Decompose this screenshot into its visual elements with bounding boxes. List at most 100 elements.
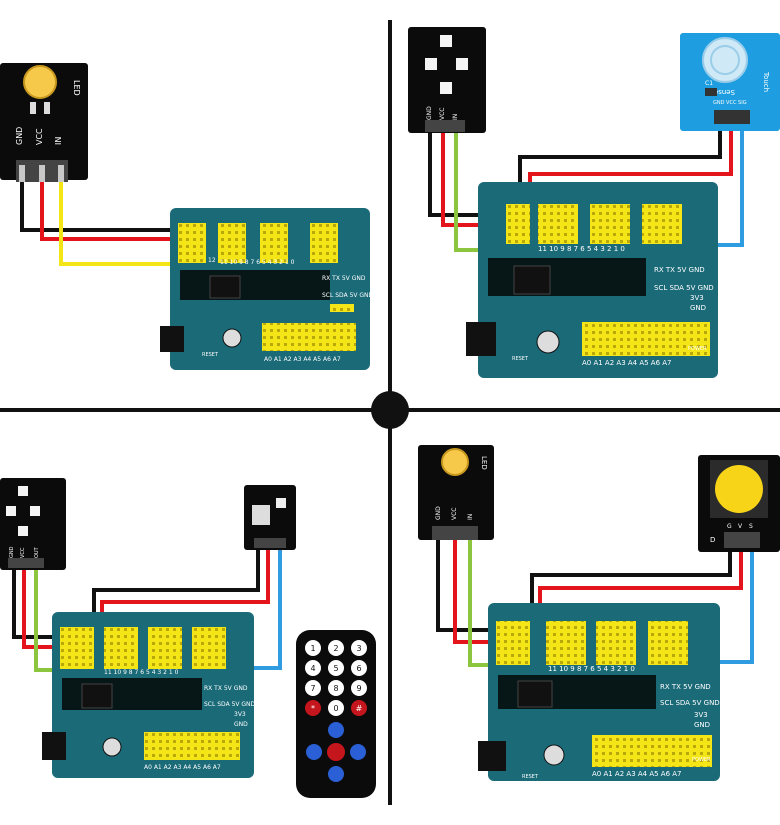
- button-pin-v: V: [738, 523, 743, 530]
- remote-key-label: 9: [356, 684, 361, 693]
- remote-key: [351, 680, 367, 696]
- board-power-label: POWER: [692, 757, 711, 763]
- board-analog-labels: A0 A1 A2 A3 A4 A5 A6 A7: [592, 770, 682, 778]
- board-i2c-label: SCL SDA 5V GND: [204, 701, 256, 708]
- remote-key-label: 0: [333, 704, 338, 713]
- remote-key-label: 8: [333, 684, 338, 693]
- board-serial-label: RX TX 5V GND: [654, 266, 705, 274]
- remote-key: [328, 640, 344, 656]
- board-gnd-label: GND: [690, 304, 706, 312]
- board-reset-label: RESET: [202, 352, 219, 358]
- touch-title: Touch: [762, 71, 770, 92]
- button-pin-g: G: [727, 523, 732, 530]
- remote-key-label: 3: [356, 644, 361, 653]
- remote-key-label: *: [311, 704, 315, 713]
- led-pin-in: IN: [54, 137, 63, 145]
- remote-ok-button: [327, 743, 345, 761]
- remote-key: [351, 660, 367, 676]
- button-cap: [715, 465, 763, 513]
- led-pin-gnd: GND: [15, 127, 24, 145]
- board-3v3-label: 3V3: [234, 711, 246, 718]
- wire-black: [20, 180, 185, 232]
- board-serial-label: RX TX 5V GND: [204, 685, 248, 692]
- wire-black: [12, 570, 66, 639]
- ir-receiver-module: [244, 485, 296, 550]
- rgb-pin-in: IN: [452, 114, 459, 120]
- led-title: LED: [480, 456, 488, 470]
- button-pin-s: S: [749, 523, 753, 530]
- wire-red: [453, 540, 500, 644]
- shield-board: 11 10 9 8 7 6 5 4 3 2 1 0 RX TX 5V GND S…: [42, 612, 256, 778]
- led-module: LED GND VCC IN: [0, 63, 88, 182]
- board-analog-labels: A0 A1 A2 A3 A4 A5 A6 A7: [264, 356, 341, 363]
- remote-key: [305, 680, 321, 696]
- board-upper-labels: 11 10 9 8 7 6 5 4 3 2 1 0: [548, 665, 635, 673]
- rgb-pin-gnd: GND: [426, 106, 433, 120]
- divider-center-dot: [371, 391, 409, 429]
- button-module: D G V S: [698, 455, 780, 552]
- remote-key-label: 6: [356, 664, 361, 673]
- remote-key-label: 2: [333, 644, 338, 653]
- remote-left-button: [306, 744, 322, 760]
- button-side-label: D: [710, 536, 715, 544]
- board-gnd-label: GND: [234, 721, 248, 728]
- remote-key: [305, 660, 321, 676]
- rgb-module: GND VCC IN: [408, 27, 486, 133]
- wire-black: [436, 540, 500, 632]
- shield-board: 11 10 9 8 7 6 5 4 3 2 1 0 RX TX 5V GND S…: [478, 603, 720, 781]
- ir-remote: 1 2 3 4 5 6 7 8 9 * 0 #: [296, 630, 376, 798]
- remote-key-label: 5: [333, 664, 338, 673]
- led-module: LED GND VCC IN: [418, 445, 494, 540]
- rgb-pin-vcc: VCC: [20, 547, 26, 558]
- board-upper-labels: 11 10 9 8 7 6 5 4 3 2 1 0: [538, 245, 625, 253]
- rgb-pin-gnd: GND: [9, 546, 15, 558]
- remote-key-label: 7: [310, 684, 315, 693]
- touch-sensor-module: Touch Sensor C1 GND VCC SIG: [680, 33, 780, 131]
- touch-pins: GND VCC SIG: [713, 100, 747, 106]
- shield-board: 12 11 10 9 8 7 6 5 4 3 2 1 0 RX TX 5V GN…: [160, 208, 374, 370]
- remote-key-label: #: [356, 704, 363, 713]
- remote-right-button: [350, 744, 366, 760]
- remote-key: [328, 680, 344, 696]
- rgb-module: GND VCC OUT: [0, 478, 66, 570]
- remote-key: [328, 660, 344, 676]
- board-analog-labels: A0 A1 A2 A3 A4 A5 A6 A7: [582, 359, 672, 367]
- remote-key-label: 4: [310, 664, 315, 673]
- wire-red: [40, 180, 185, 241]
- board-upper-labels: 11 10 9 8 7 6 5 4 3 2 1 0: [104, 669, 179, 676]
- board-i2c-label: SCL SDA 5V GND: [322, 292, 374, 299]
- wire-red: [441, 130, 486, 227]
- led-pin-vcc: VCC: [35, 128, 44, 145]
- board-upper-labels: 11 10 9 8 7 6 5 4 3 2 1 0: [220, 259, 295, 266]
- touch-subtitle: Sensor: [711, 88, 735, 96]
- remote-key: [328, 700, 344, 716]
- remote-key: [305, 640, 321, 656]
- wire-black-2: [530, 550, 732, 630]
- remote-key: [351, 640, 367, 656]
- remote-key-label: 1: [310, 644, 315, 653]
- board-power-label: POWER: [688, 346, 707, 352]
- led-bulb: [441, 448, 469, 476]
- panel-ir: GND VCC OUT 11 10 9 8 7 6 5 4 3 2 1 0 RX…: [0, 478, 376, 798]
- led-pin-vcc: VCC: [451, 508, 458, 520]
- led-pin-in: IN: [467, 514, 474, 520]
- rgb-pin-vcc: VCC: [439, 108, 446, 120]
- board-3v3-label: 3V3: [690, 294, 704, 302]
- panel-rgb-touch: GND VCC IN Touch Sensor C1 GND VCC SIG 1…: [408, 27, 780, 378]
- rgb-pin-out: OUT: [34, 546, 40, 558]
- board-pin-12: 12: [208, 257, 216, 264]
- remote-key: [351, 700, 367, 716]
- panel-led: LED GND VCC IN 12 11 10 9 8 7 6 5 4 3 2 …: [0, 63, 374, 370]
- board-serial-label: RX TX 5V GND: [660, 683, 711, 691]
- wire-black: [428, 130, 486, 217]
- touch-cap: C1: [705, 80, 713, 87]
- board-i2c-label: SCL SDA 5V GND: [660, 699, 720, 707]
- led-title: LED: [72, 80, 81, 96]
- board-i2c-label: SCL SDA 5V GND: [654, 284, 714, 292]
- board-gnd-label: GND: [694, 721, 710, 729]
- remote-keys: 1 2 3 4 5 6 7 8 9 * 0 #: [305, 640, 367, 716]
- board-analog-labels: A0 A1 A2 A3 A4 A5 A6 A7: [144, 764, 221, 771]
- led-pin-gnd: GND: [435, 506, 442, 520]
- board-reset-label: RESET: [512, 356, 529, 362]
